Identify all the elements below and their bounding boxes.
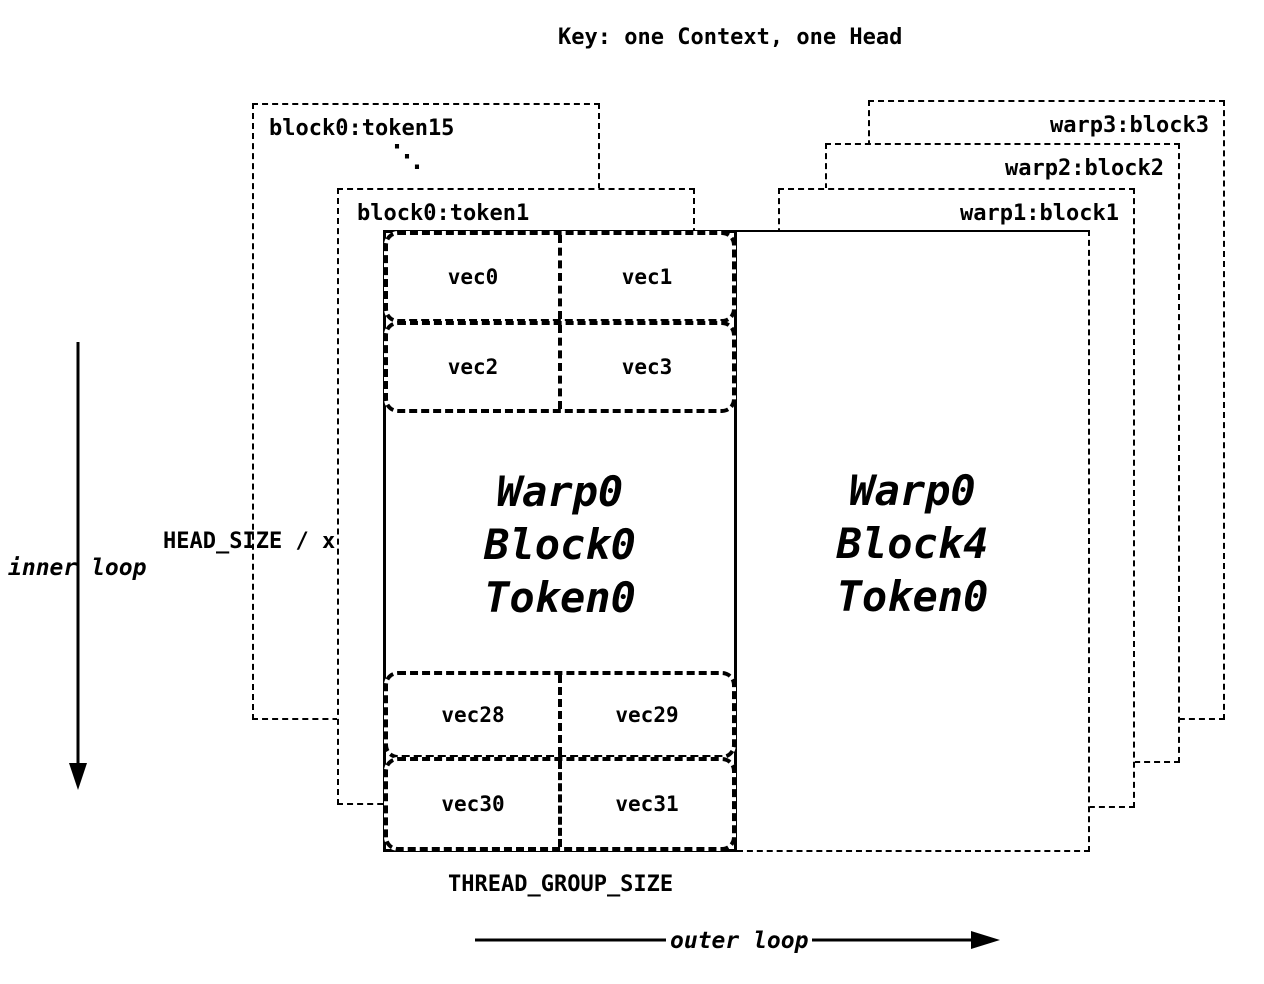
- warp0-block0-label: Warp0 Block0 Token0: [386, 415, 734, 673]
- vec0-cell: vec0: [388, 235, 562, 319]
- warp2-block2-label: warp2:block2: [1005, 156, 1164, 181]
- warp0-block4-line3: Token0: [836, 571, 989, 621]
- outer-loop-label: outer loop: [666, 928, 813, 955]
- diagram-title: Key: one Context, one Head: [558, 25, 903, 50]
- vec-group-30-31: vec30 vec31: [384, 757, 736, 851]
- inner-loop-label: inner loop: [8, 555, 147, 581]
- vec-group-2-3: vec2 vec3: [384, 321, 736, 413]
- outer-loop-arrowhead: [971, 931, 1000, 949]
- thread-group-size-label: THREAD_GROUP_SIZE: [448, 872, 674, 897]
- vec3-cell: vec3: [621, 355, 673, 379]
- vec28-cell: vec28: [388, 675, 562, 755]
- warp0-block4-region: Warp0 Block4 Token0: [737, 230, 1090, 852]
- warp1-block1-label: warp1:block1: [960, 201, 1119, 226]
- warp0-block4-line2: Block4: [836, 518, 989, 568]
- head-size-label: HEAD_SIZE / x: [163, 529, 336, 554]
- vec29-cell: vec29: [615, 703, 679, 727]
- vec31-cell: vec31: [615, 792, 679, 816]
- vec1-cell: vec1: [621, 265, 673, 289]
- vec30-cell: vec30: [388, 761, 562, 847]
- block0-token1-label: block0:token1: [357, 201, 530, 226]
- warp0-block0-line2: Block0: [484, 519, 636, 569]
- warp0-block4-label: Warp0 Block4 Token0: [737, 414, 1088, 672]
- warp0-block4-line1: Warp0: [849, 465, 976, 515]
- warp0-block0-region: vec0 vec1 vec2 vec3 Warp0 Block0 Token0 …: [383, 230, 737, 852]
- vec2-cell: vec2: [388, 325, 562, 409]
- token-stack-ellipsis: ⋱: [392, 139, 422, 174]
- warp0-block0-line3: Token0: [484, 572, 636, 622]
- vec-group-0-1: vec0 vec1: [384, 231, 736, 323]
- vec-group-28-29: vec28 vec29: [384, 671, 736, 759]
- block0-token15-label: block0:token15: [269, 116, 455, 141]
- inner-loop-arrowhead: [69, 763, 87, 790]
- warp0-block0-line1: Warp0: [496, 466, 624, 516]
- warp3-block3-label: warp3:block3: [1050, 113, 1209, 138]
